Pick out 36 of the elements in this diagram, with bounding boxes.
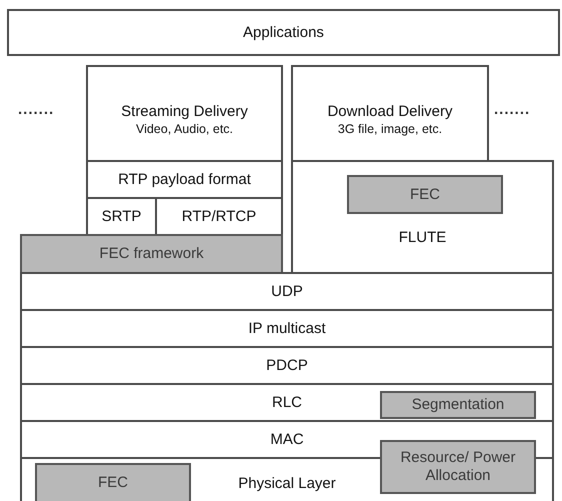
layer-name: Download Delivery xyxy=(327,103,453,121)
layer-name: FEC xyxy=(98,474,128,492)
layer-box xyxy=(7,9,560,56)
layer-box xyxy=(20,346,554,385)
layer-name: SRTP xyxy=(102,208,142,226)
ellipsis-mark: ....... xyxy=(494,101,530,118)
layer-box xyxy=(86,65,283,162)
layer-box xyxy=(86,160,283,199)
layer-name: MAC xyxy=(270,430,304,448)
layer-box xyxy=(20,309,554,348)
component-box xyxy=(380,440,536,494)
layer-box xyxy=(291,65,489,162)
component-box xyxy=(347,175,503,214)
component-box xyxy=(35,463,191,501)
layer-name: Streaming Delivery xyxy=(121,103,248,121)
component-box xyxy=(380,391,536,419)
layer-examples: 3G file, image, etc. xyxy=(338,121,442,137)
layer-name: Resource/ Power Allocation xyxy=(399,449,517,485)
layer-name: UDP xyxy=(271,282,303,300)
ellipsis-mark: ....... xyxy=(18,101,54,118)
layer-examples: Video, Audio, etc. xyxy=(136,121,234,137)
layer-name: IP multicast xyxy=(248,320,326,338)
layer-name: RTP payload format xyxy=(118,170,251,188)
layer-name: PDCP xyxy=(266,356,308,374)
layer-name: RLC xyxy=(272,394,302,412)
layer-name: Segmentation xyxy=(412,396,504,414)
layer-box xyxy=(20,272,554,311)
layer-name: FEC framework xyxy=(99,245,204,263)
layer-box xyxy=(20,383,554,422)
component-box xyxy=(20,234,283,274)
layer-name: FLUTE xyxy=(398,229,446,247)
layer-name: Physical Layer xyxy=(238,475,336,493)
layer-name: Applications xyxy=(243,24,324,42)
layer-box xyxy=(291,160,554,274)
layer-name: FEC xyxy=(410,186,440,204)
layer-name: RTP/RTCP xyxy=(182,208,256,226)
